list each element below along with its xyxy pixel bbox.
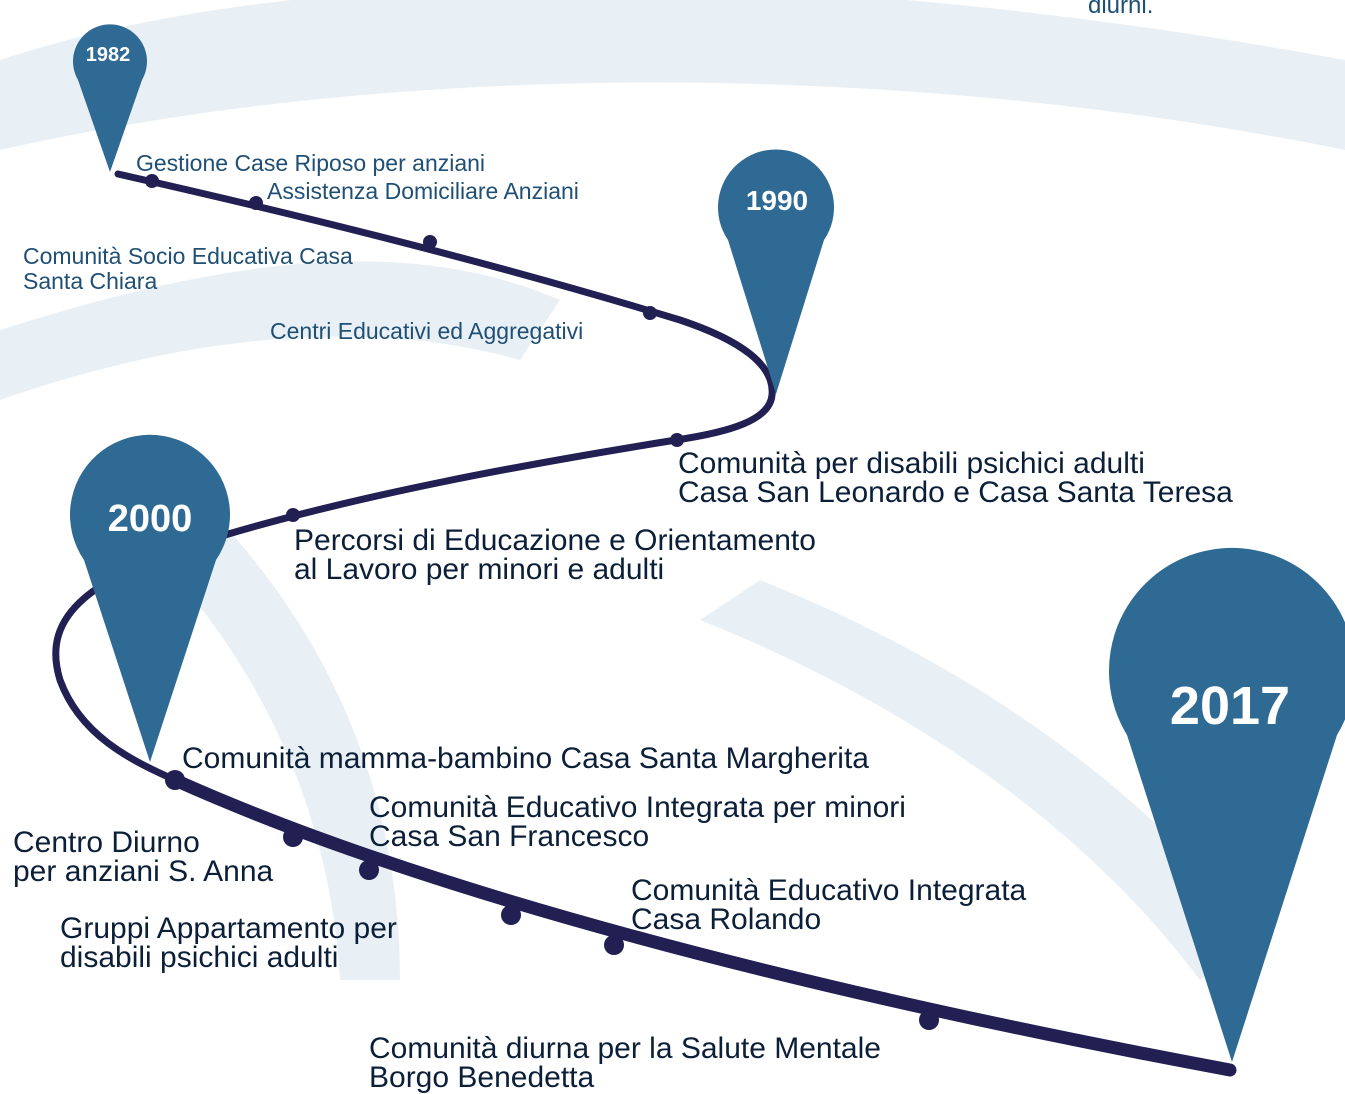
milestone-dot <box>359 860 379 880</box>
milestone-label: Comunità Educativo Integrata per minori … <box>369 791 906 854</box>
pin-year-2000: 2000 <box>107 498 193 540</box>
background-watermark <box>0 0 1345 980</box>
milestone-dot <box>283 827 303 847</box>
map-pin-icon <box>1109 548 1345 1062</box>
milestone-dot <box>249 196 263 210</box>
pin-year-1982: 1982 <box>85 44 131 66</box>
milestone-dot <box>501 905 521 925</box>
milestone-label: Comunità per disabili psichici adulti Ca… <box>678 447 1233 510</box>
milestone-label: Assistenza Domiciliare Anziani <box>267 178 579 204</box>
milestone-label: Percorsi di Educazione e Orientamento al… <box>294 524 816 587</box>
milestone-label: Comunità diurna per la Salute Mentale Bo… <box>369 1032 881 1094</box>
milestone-label: Gestione Case Riposo per anziani <box>136 150 486 176</box>
pin-1982 <box>73 24 147 173</box>
milestone-dots <box>145 174 939 1030</box>
map-pin-icon <box>718 149 834 394</box>
header-fragment: diurni. <box>1088 0 1154 19</box>
milestone-dot <box>286 508 300 522</box>
pin-2017 <box>1109 548 1345 1062</box>
pin-year-1990: 1990 <box>745 185 809 216</box>
map-pin-icon <box>73 24 147 173</box>
milestone-dot <box>423 235 437 249</box>
milestone-label: Comunità Educativo Integrata Casa Roland… <box>631 874 1027 937</box>
milestone-dot <box>919 1010 939 1030</box>
milestone-dot <box>670 433 684 447</box>
map-pin-icon <box>70 434 231 762</box>
pin-1990 <box>718 149 834 394</box>
milestone-dot <box>604 935 624 955</box>
milestone-dot <box>643 306 657 320</box>
milestone-label: Comunità Socio Educativa Casa Santa Chia… <box>23 243 353 295</box>
pin-2000 <box>70 434 231 762</box>
milestone-dot <box>165 770 185 790</box>
milestone-label: Centri Educativi ed Aggregativi <box>270 318 584 344</box>
milestone-label: Comunità mamma-bambino Casa Santa Marghe… <box>182 742 869 775</box>
milestone-label: Gruppi Appartamento per disabili psichic… <box>60 912 397 975</box>
pin-year-2017: 2017 <box>1169 676 1291 736</box>
milestone-dot <box>145 174 159 188</box>
milestone-label: Centro Diurno per anziani S. Anna <box>13 826 274 889</box>
